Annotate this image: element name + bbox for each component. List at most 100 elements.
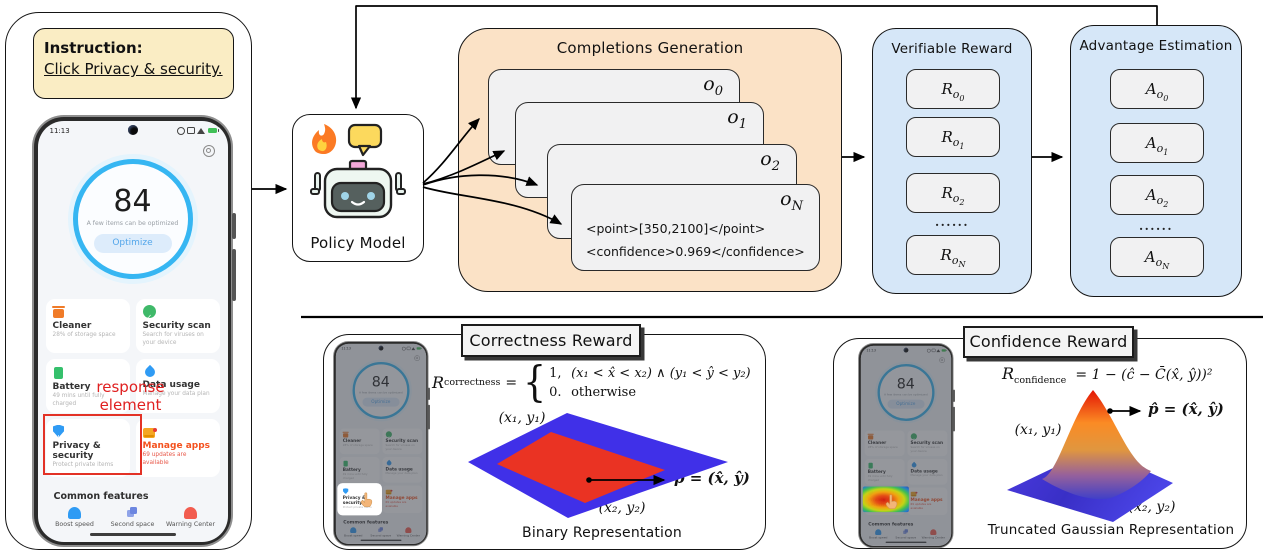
advantage-card-AN: AoN: [1110, 237, 1204, 277]
phone-screenshot-main: 11:13 84 A few items can be optimized Op…: [34, 117, 236, 545]
water-drop-icon: [142, 364, 157, 379]
tile-title: Privacy & security: [342, 495, 366, 506]
power-button: [953, 406, 955, 432]
tile-title: Battery: [52, 381, 91, 392]
phone-mockup: 11:13 84 A few items can be optimized Op…: [34, 117, 236, 545]
binary-representation-caption: Binary Representation: [522, 525, 682, 541]
tap-hand-icon: [883, 494, 897, 510]
home-indicator: [89, 532, 176, 536]
policy-model-box: Policy Model: [292, 114, 424, 262]
tile-cleaner[interactable]: Cleaner 28% of storage space: [45, 298, 130, 353]
common-features-label: Common features: [53, 490, 149, 502]
completion-label: o2: [760, 148, 780, 174]
shortcut-boost-speed[interactable]: Boost speed: [49, 506, 101, 529]
alarm-icon: [184, 506, 197, 519]
ellipsis: ......: [934, 215, 970, 229]
security-score-ring: 84 A few items can be optimized Optimize: [72, 158, 193, 279]
shield-icon: [52, 424, 65, 438]
volume-button: [232, 213, 236, 239]
shortcut-label: Boost speed: [55, 520, 94, 528]
robot-icon: [310, 159, 406, 219]
confidence-heatmap-overlay: [862, 486, 909, 512]
shortcut-label: Second space: [110, 520, 155, 528]
wifi-icon: [197, 127, 205, 134]
bell-icon: [68, 506, 81, 519]
phone-mockup: 11:13 84 A few items can be optimized Op…: [334, 342, 430, 546]
corr-x2y2-label: (x₂, y₂): [598, 500, 646, 516]
completion-label: o1: [727, 106, 747, 132]
gaussian-representation-plot: [1007, 390, 1173, 522]
status-bar: 11:13: [49, 126, 219, 135]
point-output: <point>[350,2100]</point>: [586, 221, 766, 236]
camera-punch-hole: [127, 124, 138, 135]
fire-icon: [312, 124, 337, 154]
phone-mockup: 11:13 84 A few items can be optimized Op…: [859, 344, 955, 548]
speech-bubble-icon: [347, 123, 383, 157]
optimize-button[interactable]: Optimize: [93, 233, 172, 253]
tile-subtitle: 49 mins until fully charged: [52, 393, 105, 407]
screenshot-status-icon: [187, 126, 195, 135]
apps-folder-icon: [142, 427, 157, 438]
confidence-formula: Rconfidence = 1 − (ĉ − C̄(x̂, ŷ))²: [1002, 364, 1213, 387]
binary-representation-plot: [468, 413, 728, 518]
reward-card-R0: Ro0: [906, 69, 1000, 109]
phone-screen: 11:13 84 A few items can be optimized Op…: [335, 343, 426, 544]
phone-screen: 11:13 84 A few items can be optimized Op…: [37, 120, 228, 542]
tile-battery[interactable]: Battery 49 mins until fully charged: [45, 358, 130, 413]
shortcut-row: Boost speed Second space Warning Center: [46, 506, 220, 529]
status-icons: [176, 126, 219, 135]
volume-button: [428, 387, 430, 400]
dim-overlay: [860, 345, 951, 546]
verifiable-reward-title: Verifiable Reward: [891, 41, 1013, 57]
gear-status-icon: [176, 126, 185, 135]
completion-label: oN: [780, 188, 803, 214]
shield-icon: [343, 488, 349, 495]
tile-subtitle: Manage your data plan: [142, 391, 210, 397]
conf-x1y1-label: (x₁, y₁): [1014, 422, 1062, 438]
status-time: 11:13: [49, 126, 70, 135]
completion-card-oN: oN <point>[350,2100]</point> <confidence…: [571, 184, 820, 271]
volume-button: [953, 389, 955, 402]
tile-subtitle: Protect private items: [52, 462, 114, 468]
target-region: [497, 432, 665, 503]
policy-model-label: Policy Model: [310, 234, 406, 252]
gaussian-representation-caption: Truncated Gaussian Representation: [987, 522, 1235, 538]
tile-subtitle: 28% of storage space: [52, 332, 116, 338]
tile-privacy-security[interactable]: Privacy & security Protect private items: [339, 485, 380, 513]
feature-grid: Cleaner 28% of storage space Security sc…: [45, 298, 220, 477]
gaussian-bump: [1042, 390, 1151, 500]
tap-hand-icon: [358, 492, 372, 508]
completion-label: o0: [703, 73, 723, 99]
tile-subtitle: Search for viruses on your device: [142, 332, 204, 346]
shortcut-second-space[interactable]: Second space: [107, 506, 159, 529]
dim-overlay: [335, 343, 426, 544]
advantage-estimation-title: Advantage Estimation: [1079, 38, 1233, 54]
check-icon: [142, 304, 156, 318]
response-element-highlight-box: [42, 413, 142, 475]
tile-security-scan[interactable]: Security scan Search for viruses on your…: [135, 298, 220, 353]
tile-title: Privacy & security: [52, 440, 101, 461]
advantage-card-A1: Ao1: [1110, 123, 1204, 163]
tile-privacy-security[interactable]: Privacy & security Protect private items: [45, 418, 130, 477]
verifiable-reward-panel: Verifiable Reward Ro0 Ro1 Ro2 ...... RoN: [872, 28, 1032, 294]
instruction-text: Click Privacy & security.: [44, 60, 223, 78]
tile-title: Cleaner: [52, 320, 92, 331]
battery-status-icon: [207, 128, 219, 133]
phone-screenshot-correctness: 11:13 84 A few items can be optimized Op…: [334, 342, 430, 546]
tile-data-usage[interactable]: Data usage Manage your data plan: [135, 358, 220, 413]
settings-gear-icon[interactable]: [202, 144, 215, 157]
policy-model-graphic: [310, 123, 406, 219]
phone-screen: 11:13 84 A few items can be optimized Op…: [860, 345, 951, 546]
trash-icon: [51, 305, 65, 318]
tile-manage-apps[interactable]: Manage apps 69 updates are available: [135, 418, 220, 477]
power-button: [428, 404, 430, 430]
shortcut-warning-center[interactable]: Warning Center: [165, 506, 217, 529]
score-caption: A few items can be optimized: [86, 219, 179, 227]
completion-sample-output: <point>[350,2100]</point> <confidence>0.…: [586, 213, 805, 259]
conf-predicted-point-label: p̂ = (x̂, ŷ): [1148, 400, 1224, 418]
confidence-reward-title-box: Confidence Reward: [963, 326, 1134, 358]
tile-title: Manage apps: [142, 440, 211, 451]
shortcut-label: Warning Center: [165, 520, 216, 528]
